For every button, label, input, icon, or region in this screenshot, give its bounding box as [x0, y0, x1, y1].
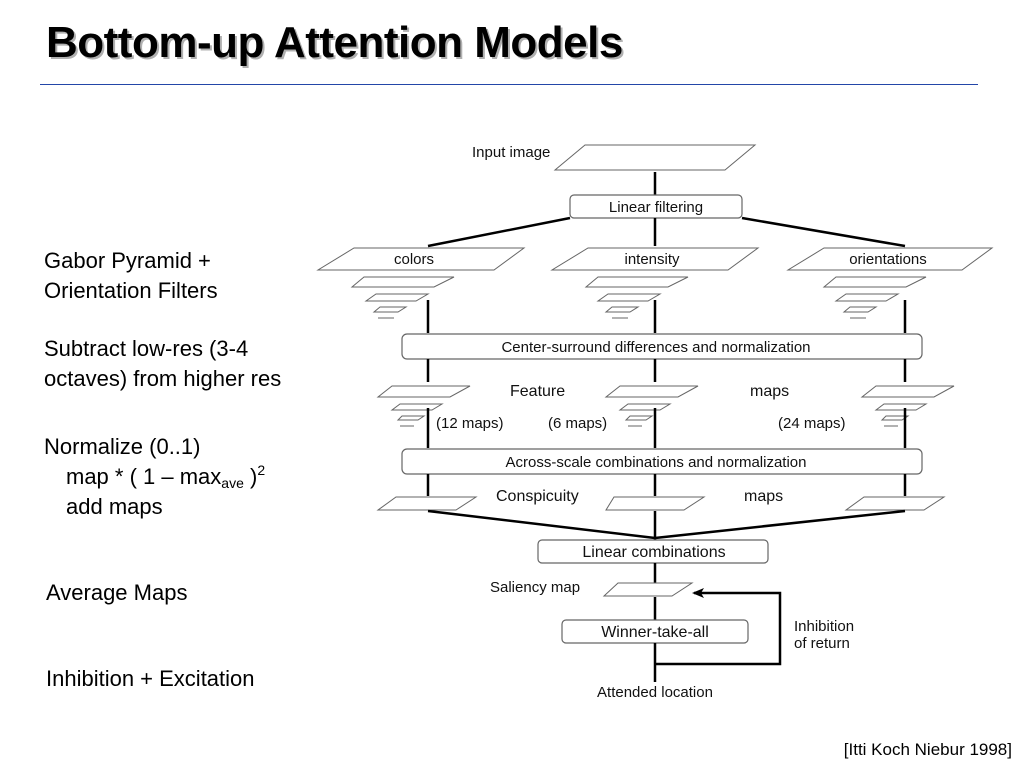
conspicuity-label: Conspicuity: [496, 488, 579, 505]
note-gabor-pyramid: Gabor Pyramid + Orientation Filters: [44, 246, 218, 306]
input-image-plane: [553, 144, 757, 171]
feature-maps-label: maps: [750, 383, 789, 400]
inhibition-of-return-line-1: Inhibition: [794, 618, 854, 635]
title-underline: [40, 84, 978, 85]
winner-take-all-label: Winner-take-all: [601, 624, 709, 641]
note-gabor-line-2: Orientation Filters: [44, 278, 218, 303]
branch-colors-wire: [427, 216, 571, 248]
note-inhibition-excitation: Inhibition + Excitation: [46, 664, 255, 694]
feature-label: Feature: [510, 383, 565, 400]
conspicuity-maps-label: maps: [744, 488, 783, 505]
note-inhibition-text: Inhibition + Excitation: [46, 666, 255, 691]
note-average-text: Average Maps: [46, 580, 188, 605]
map-count-colors: (12 maps): [436, 415, 504, 432]
note-subtract-line-2: octaves) from higher res: [44, 366, 282, 391]
across-scale-label: Across-scale combinations and normalizat…: [506, 454, 807, 471]
branch-orientations-wire: [741, 216, 906, 248]
note-normalize-line-2: map * ( 1 – maxave )2: [44, 462, 265, 492]
input-image-label: Input image: [472, 144, 550, 161]
inhibition-of-return-line-2: of return: [794, 635, 850, 652]
linear-combinations-box: [537, 539, 769, 564]
map-count-orientations: (24 maps): [778, 415, 846, 432]
feature-maps-intensity-stack: [604, 385, 699, 427]
note-normalize: Normalize (0..1) map * ( 1 – maxave )2 a…: [44, 432, 265, 522]
conspicuity-intensity-plane: [605, 496, 706, 511]
converge-orientations-wire: [654, 509, 906, 540]
note-subtract-line-1: Subtract low-res (3-4: [44, 336, 249, 361]
conspicuity-colors-plane: [376, 496, 478, 511]
conspicuity-orientations-plane: [844, 496, 946, 511]
citation: [Itti Koch Niebur 1998]: [843, 740, 1012, 759]
note-gabor-line-1: Gabor Pyramid +: [44, 248, 211, 273]
linear-filtering-label: Linear filtering: [609, 199, 703, 216]
normalize-formula-close: ): [243, 464, 258, 489]
saliency-map-label: Saliency map: [490, 579, 580, 596]
colors-pyramid: [350, 276, 455, 319]
map-count-intensity: (6 maps): [548, 415, 607, 432]
channel-colors-label: colors: [394, 251, 434, 268]
colors-plane: [316, 247, 526, 271]
inhibition-of-return-loop: [655, 588, 782, 666]
intensity-plane: [550, 247, 760, 271]
across-scale-box: [401, 448, 923, 475]
normalize-formula-prefix: map * ( 1 – max: [66, 464, 222, 489]
orientations-pyramid: [822, 276, 927, 319]
channel-intensity-label: intensity: [624, 251, 680, 268]
note-normalize-line-3: add maps: [66, 494, 163, 519]
center-surround-box: [401, 333, 923, 360]
feature-maps-colors-stack: [376, 385, 471, 427]
feature-maps-orientations-stack: [860, 385, 955, 427]
linear-combinations-label: Linear combinations: [582, 544, 725, 561]
saliency-map-plane: [602, 582, 694, 597]
slide-title: Bottom-up Attention Models: [46, 18, 623, 67]
attended-location-label: Attended location: [597, 684, 713, 701]
normalize-formula-subscript: ave: [221, 475, 244, 491]
intensity-pyramid: [584, 276, 689, 319]
note-subtract: Subtract low-res (3-4 octaves) from high…: [44, 334, 281, 394]
note-average-maps: Average Maps: [46, 578, 187, 608]
center-surround-label: Center-surround differences and normaliz…: [501, 339, 810, 356]
converge-colors-wire: [427, 509, 656, 540]
note-normalize-line-1: Normalize (0..1): [44, 434, 201, 459]
normalize-formula-exponent: 2: [257, 462, 266, 478]
orientations-plane: [786, 247, 994, 271]
channel-orientations-label: orientations: [849, 251, 927, 268]
